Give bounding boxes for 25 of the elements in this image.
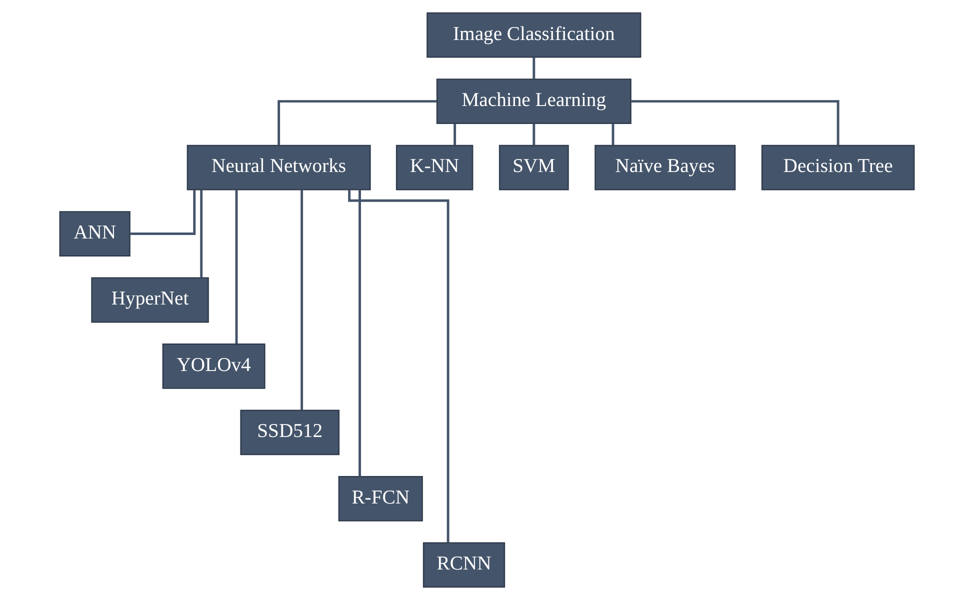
connector (234, 190, 238, 344)
connector (532, 58, 535, 79)
node-box: ANN (58, 211, 130, 256)
connector (358, 190, 360, 477)
connector (630, 100, 839, 146)
connector (277, 100, 436, 146)
node-box: RCNN (422, 542, 505, 588)
node-box: Decision Tree (760, 144, 914, 190)
connector (348, 190, 449, 543)
node-box: HyperNet (90, 277, 208, 323)
connector (130, 190, 196, 235)
node-box: Machine Learning (436, 78, 631, 124)
node-box: SVM (498, 144, 568, 190)
connector (200, 190, 202, 278)
connector (453, 124, 456, 146)
connector (611, 124, 614, 146)
node-box: R-FCN (338, 476, 422, 522)
node-box: SSD512 (240, 410, 340, 456)
node-box: Naïve Bayes (594, 144, 736, 190)
node-box: YOLOv4 (162, 344, 265, 389)
connector (300, 190, 303, 410)
connector (532, 124, 535, 146)
node-box: Image Classification (426, 12, 641, 58)
node-box: K-NN (395, 144, 473, 190)
node-box: Neural Networks (186, 144, 370, 190)
